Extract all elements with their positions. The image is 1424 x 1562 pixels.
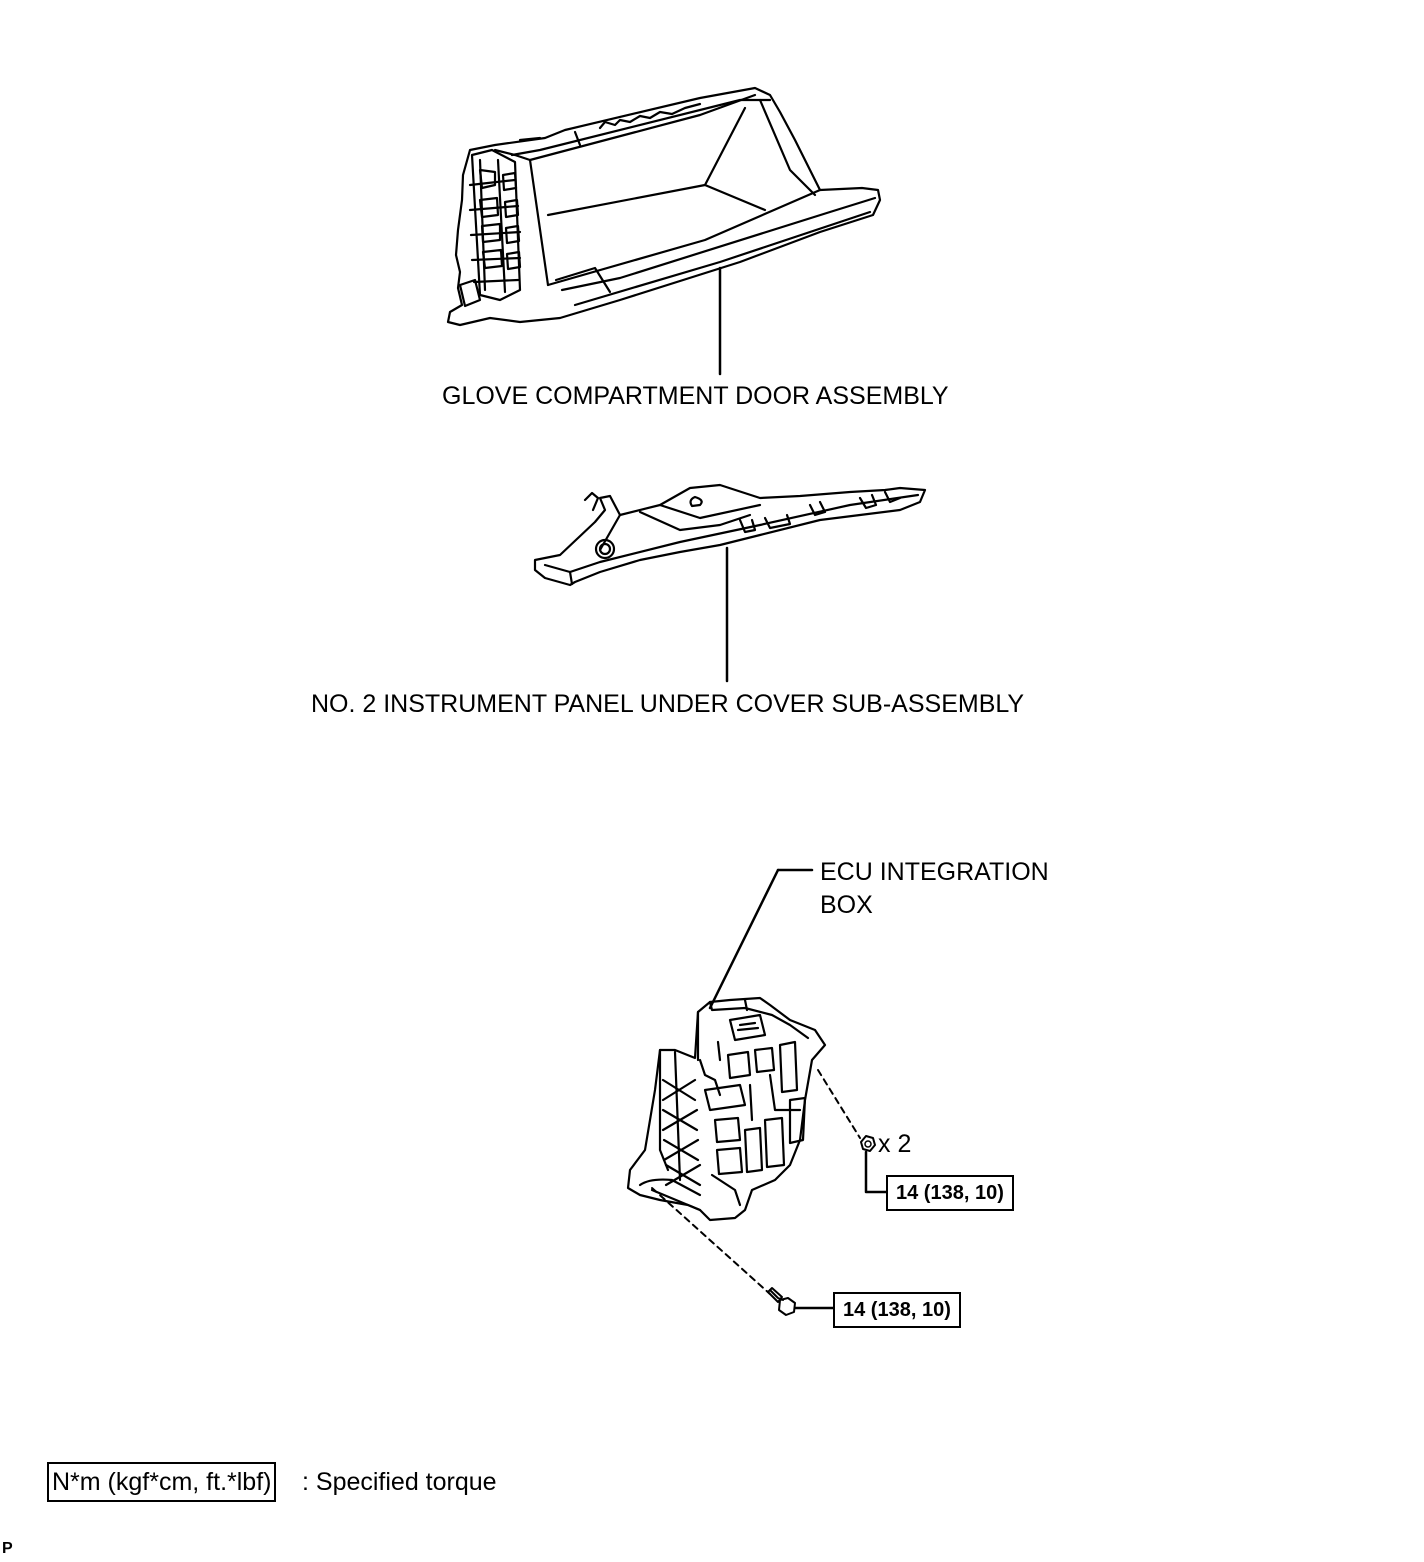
legend-torque-description: : Specified torque bbox=[302, 1468, 497, 1496]
legend-torque-units-box: N*m (kgf*cm, ft.*lbf) bbox=[47, 1462, 277, 1502]
label-glove-compartment-door-assembly: GLOVE COMPARTMENT DOOR ASSEMBLY bbox=[442, 382, 949, 410]
label-ecu-integration-box-line1: ECU INTEGRATION bbox=[820, 858, 1049, 886]
bolt-icon bbox=[778, 1297, 796, 1316]
bolt-torque-value: 14 (138, 10) bbox=[833, 1292, 961, 1328]
nut-torque-value: 14 (138, 10) bbox=[886, 1175, 1014, 1211]
nut-quantity-label: x 2 bbox=[878, 1130, 912, 1158]
nut-icon bbox=[860, 1135, 876, 1152]
footer-code: P bbox=[2, 1540, 13, 1557]
nut-torque-leader bbox=[864, 1150, 888, 1194]
under-cover-drawing bbox=[533, 483, 927, 587]
label-instrument-panel-under-cover: NO. 2 INSTRUMENT PANEL UNDER COVER SUB-A… bbox=[311, 690, 1025, 718]
ecu-integration-box-drawing bbox=[626, 996, 827, 1222]
bolt-fastener bbox=[651, 1187, 836, 1316]
label-ecu-integration-box-line2: BOX bbox=[820, 891, 873, 919]
nut-dashed-line bbox=[817, 1069, 861, 1139]
glove-compartment-drawing bbox=[446, 86, 882, 327]
ecu-box-leader-diagonal bbox=[708, 868, 780, 1010]
nut-fastener bbox=[817, 1069, 888, 1194]
bolt-dashed-line bbox=[651, 1187, 771, 1295]
